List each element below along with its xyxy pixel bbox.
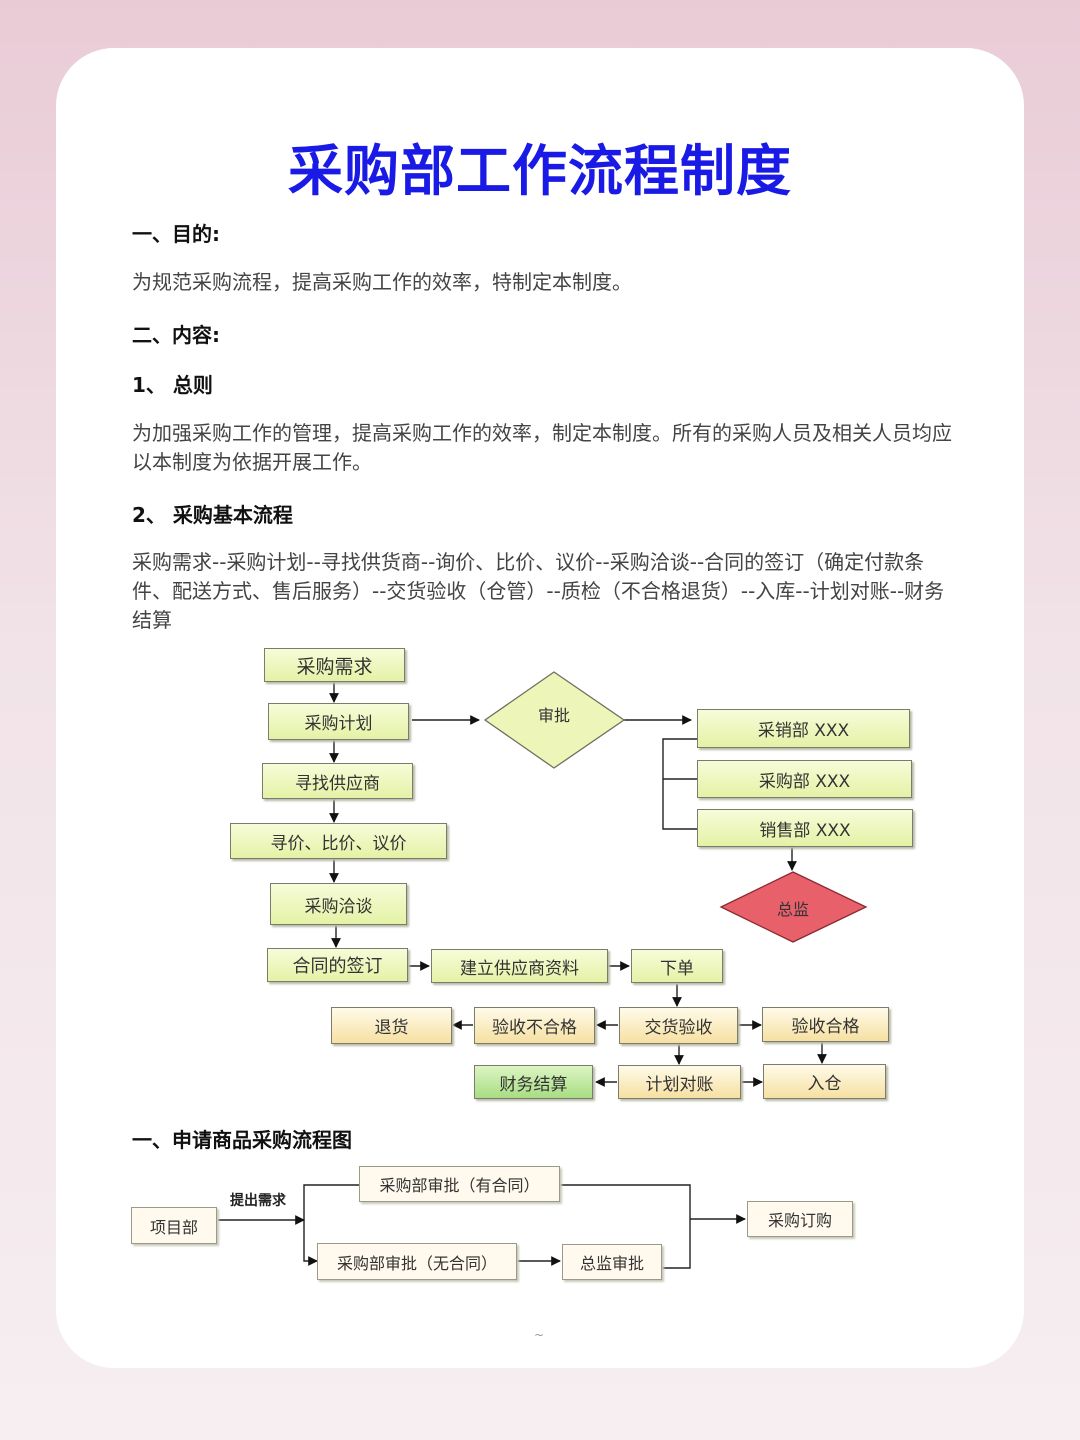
node-approval-without-contract: 采购部审批（无合同）: [317, 1243, 517, 1280]
basic-flow-text: 采购需求--采购计划--寻找供货商--询价、比价、议价--采购洽谈--合同的签订…: [132, 550, 945, 632]
node-sales-dept: 销售部 XXX: [697, 809, 913, 847]
node-purchase-demand: 采购需求: [264, 648, 405, 682]
purpose-text: 为规范采购流程，提高采购工作的效率，特制定本制度。: [132, 270, 632, 294]
node-approval-with-contract: 采购部审批（有合同）: [359, 1166, 560, 1202]
request-label: 提出需求: [230, 1193, 286, 1209]
approve-diamond: [483, 671, 626, 769]
node-supplier-records: 建立供应商资料: [431, 949, 608, 983]
node-place-order: 下单: [631, 949, 723, 983]
node-sales-purchase-dept: 采销部 XXX: [697, 709, 910, 748]
content-heading: 二、内容:: [132, 323, 220, 347]
general-text: 为加强采购工作的管理，提高采购工作的效率，制定本制度。所有的采购人员及相关人员均…: [132, 421, 952, 474]
director-diamond: [719, 871, 868, 943]
approve-label: 审批: [537, 706, 570, 725]
node-delivery-inspection: 交货验收: [619, 1007, 738, 1044]
node-purchase-negotiation: 采购洽谈: [270, 883, 407, 925]
page-title: 采购部工作流程制度: [287, 139, 792, 203]
node-project-dept: 项目部: [131, 1207, 217, 1244]
node-purchase-plan: 采购计划: [268, 703, 409, 740]
node-purchase-order: 采购订购: [747, 1201, 853, 1237]
node-price-negotiation: 寻价、比价、议价: [230, 823, 447, 859]
general-heading: 1、 总则: [132, 373, 213, 397]
node-plan-reconcile: 计划对账: [618, 1065, 741, 1099]
node-director-approval: 总监审批: [562, 1244, 662, 1280]
purpose-heading: 一、目的:: [132, 222, 220, 246]
director-label: 总监: [776, 900, 809, 919]
node-purchase-dept: 采购部 XXX: [697, 760, 912, 798]
node-inspection-failed: 验收不合格: [474, 1007, 595, 1044]
basic-flow-heading: 2、 采购基本流程: [132, 503, 293, 527]
footer-mark: ~: [534, 1328, 545, 1342]
node-warehouse-in: 入仓: [763, 1064, 886, 1099]
node-contract-signing: 合同的签订: [267, 948, 408, 982]
node-return-goods: 退货: [331, 1007, 452, 1044]
node-inspection-passed: 验收合格: [762, 1007, 889, 1042]
node-financial-settlement: 财务结算: [474, 1065, 593, 1099]
apply-flow-heading: 一、申请商品采购流程图: [132, 1128, 352, 1152]
node-find-supplier: 寻找供应商: [262, 763, 413, 799]
